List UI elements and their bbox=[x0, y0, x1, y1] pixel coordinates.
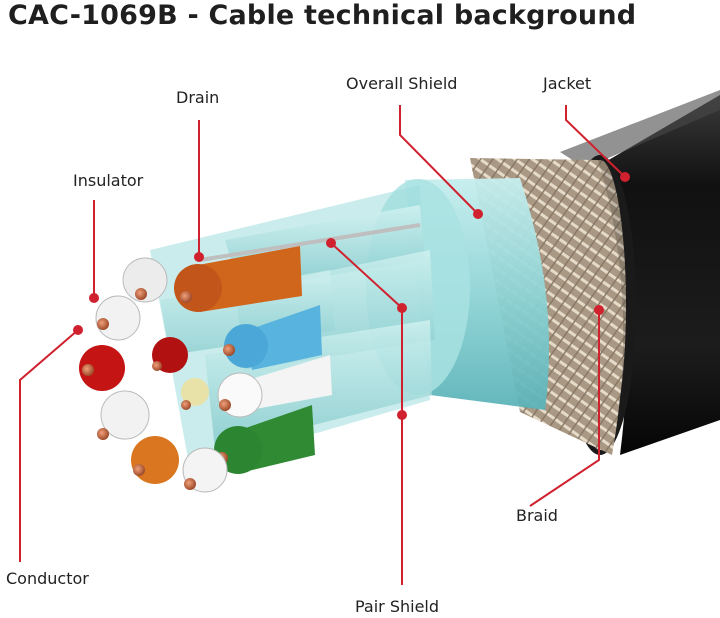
pair-shield-dot-3 bbox=[397, 410, 407, 420]
label-conductor: Conductor bbox=[6, 569, 89, 588]
callout-jacket-line bbox=[565, 105, 626, 178]
label-jacket: Jacket bbox=[543, 74, 592, 93]
callouts bbox=[19, 105, 626, 585]
callout-conductor-line bbox=[19, 329, 79, 562]
conductor-dot bbox=[73, 325, 83, 335]
overall-shield-dot bbox=[473, 209, 483, 219]
label-pair-shield: Pair Shield bbox=[355, 597, 440, 616]
pair-shield-dot-1 bbox=[326, 238, 336, 248]
callout-overall-shield-line bbox=[399, 105, 479, 215]
drain-wire bbox=[199, 223, 421, 262]
drain-dot bbox=[194, 252, 204, 262]
label-insulator: Insulator bbox=[73, 171, 144, 190]
jacket-dot bbox=[620, 172, 630, 182]
callout-dots bbox=[73, 172, 630, 420]
label-drain: Drain bbox=[176, 88, 220, 107]
callout-braid-line bbox=[529, 310, 600, 507]
insulator-dot bbox=[89, 293, 99, 303]
braid-dot bbox=[594, 305, 604, 315]
page-title: CAC-1069B - Cable technical background bbox=[8, 0, 637, 31]
label-braid: Braid bbox=[516, 506, 558, 525]
conductors bbox=[79, 246, 332, 493]
label-overall-shield: Overall Shield bbox=[346, 74, 458, 93]
pair-shield-dot-2 bbox=[397, 303, 407, 313]
